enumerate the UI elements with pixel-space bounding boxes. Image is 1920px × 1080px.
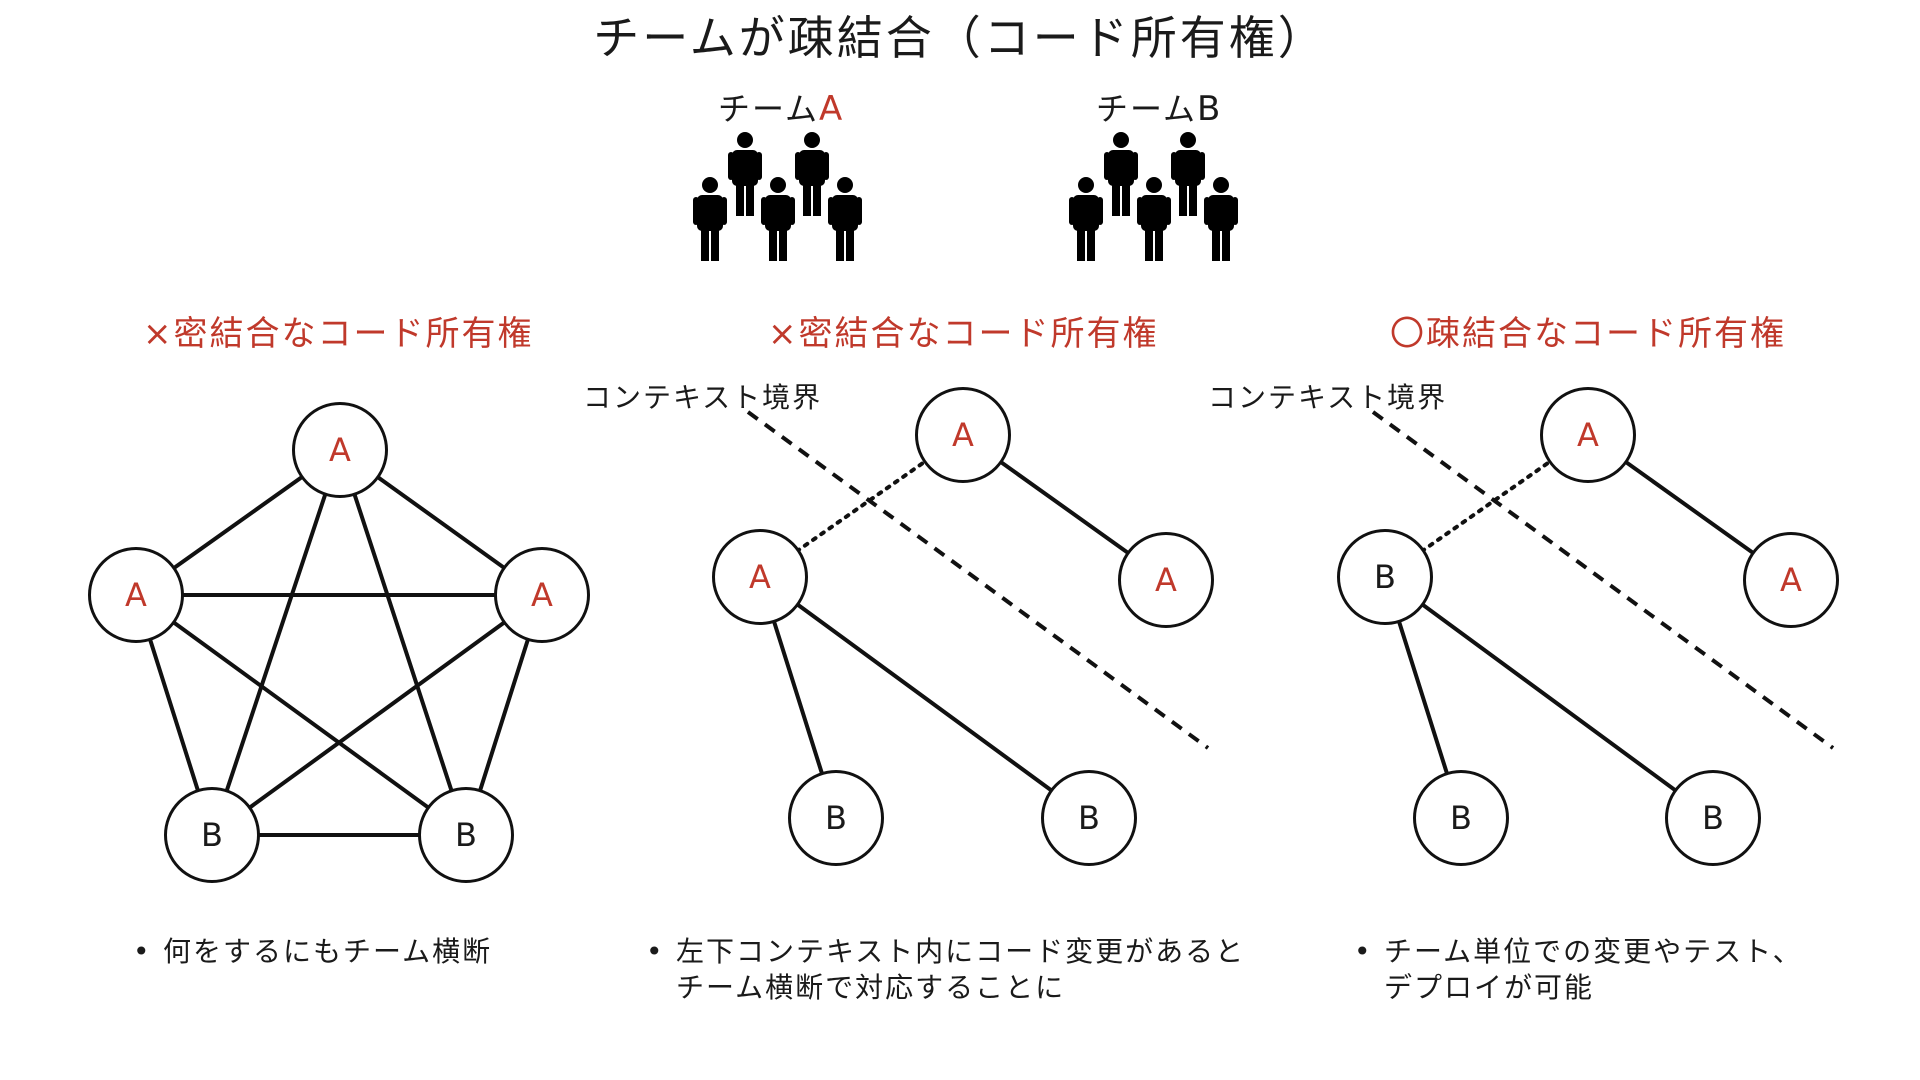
panel2-bullet-line-1: 左下コンテキスト内にコード変更があると bbox=[676, 935, 1246, 968]
panel3-heading: 〇疎結合なコード所有権 bbox=[1390, 314, 1786, 354]
panel2-bullet-line-2: チーム横断で対応することに bbox=[676, 971, 1066, 1004]
panel1-node-bottom-right: B bbox=[418, 787, 514, 883]
panel2-bullet: • 左下コンテキスト内にコード変更があると チーム横断で対応することに bbox=[646, 934, 1246, 1006]
panel3-context-label: コンテキスト境界 bbox=[1208, 381, 1448, 414]
panel3-bullet: • チーム単位での変更やテスト、 デプロイが可能 bbox=[1354, 934, 1803, 1006]
panel2-node-left: A bbox=[712, 529, 808, 625]
panel3-node-top: A bbox=[1540, 387, 1636, 483]
bullet-dot: • bbox=[646, 935, 665, 968]
panel3-bullet-line-1: チーム単位での変更やテスト、 bbox=[1384, 935, 1803, 968]
team-b-label: チームB bbox=[1096, 84, 1222, 130]
panel2-heading: ×密結合なコード所有権 bbox=[768, 314, 1159, 354]
team-b-letter: B bbox=[1197, 89, 1223, 129]
bullet-dot: • bbox=[1354, 935, 1373, 968]
panel1-node-right: A bbox=[494, 547, 590, 643]
panel1-node-left: A bbox=[88, 547, 184, 643]
bullet-dot: • bbox=[133, 935, 152, 968]
panel3-node-bottom-left: B bbox=[1413, 770, 1509, 866]
panel3-node-right: A bbox=[1743, 532, 1839, 628]
team-b-prefix: チーム bbox=[1096, 90, 1198, 128]
panel2-node-right: A bbox=[1118, 532, 1214, 628]
panel1-node-top: A bbox=[292, 402, 388, 498]
panel3-node-bottom-right: B bbox=[1665, 770, 1761, 866]
panel1-node-bottom-left: B bbox=[164, 787, 260, 883]
panel1-heading: ×密結合なコード所有権 bbox=[143, 314, 534, 354]
page-title: チームが疎結合（コード所有権） bbox=[593, 11, 1327, 65]
panel2-context-label: コンテキスト境界 bbox=[583, 381, 823, 414]
panel3-node-left: B bbox=[1337, 529, 1433, 625]
panel2-node-top: A bbox=[915, 387, 1011, 483]
team-a-prefix: チーム bbox=[718, 90, 820, 128]
panel1-bullet-text: 何をするにもチーム横断 bbox=[163, 935, 493, 968]
team-a-label: チームA bbox=[718, 84, 844, 130]
panel3-bullet-line-2: デプロイが可能 bbox=[1384, 971, 1595, 1004]
panel2-node-bottom-right: B bbox=[1041, 770, 1137, 866]
team-a-letter: A bbox=[819, 89, 845, 129]
panel2-node-bottom-left: B bbox=[788, 770, 884, 866]
panel1-bullet: • 何をするにもチーム横断 bbox=[133, 934, 493, 970]
